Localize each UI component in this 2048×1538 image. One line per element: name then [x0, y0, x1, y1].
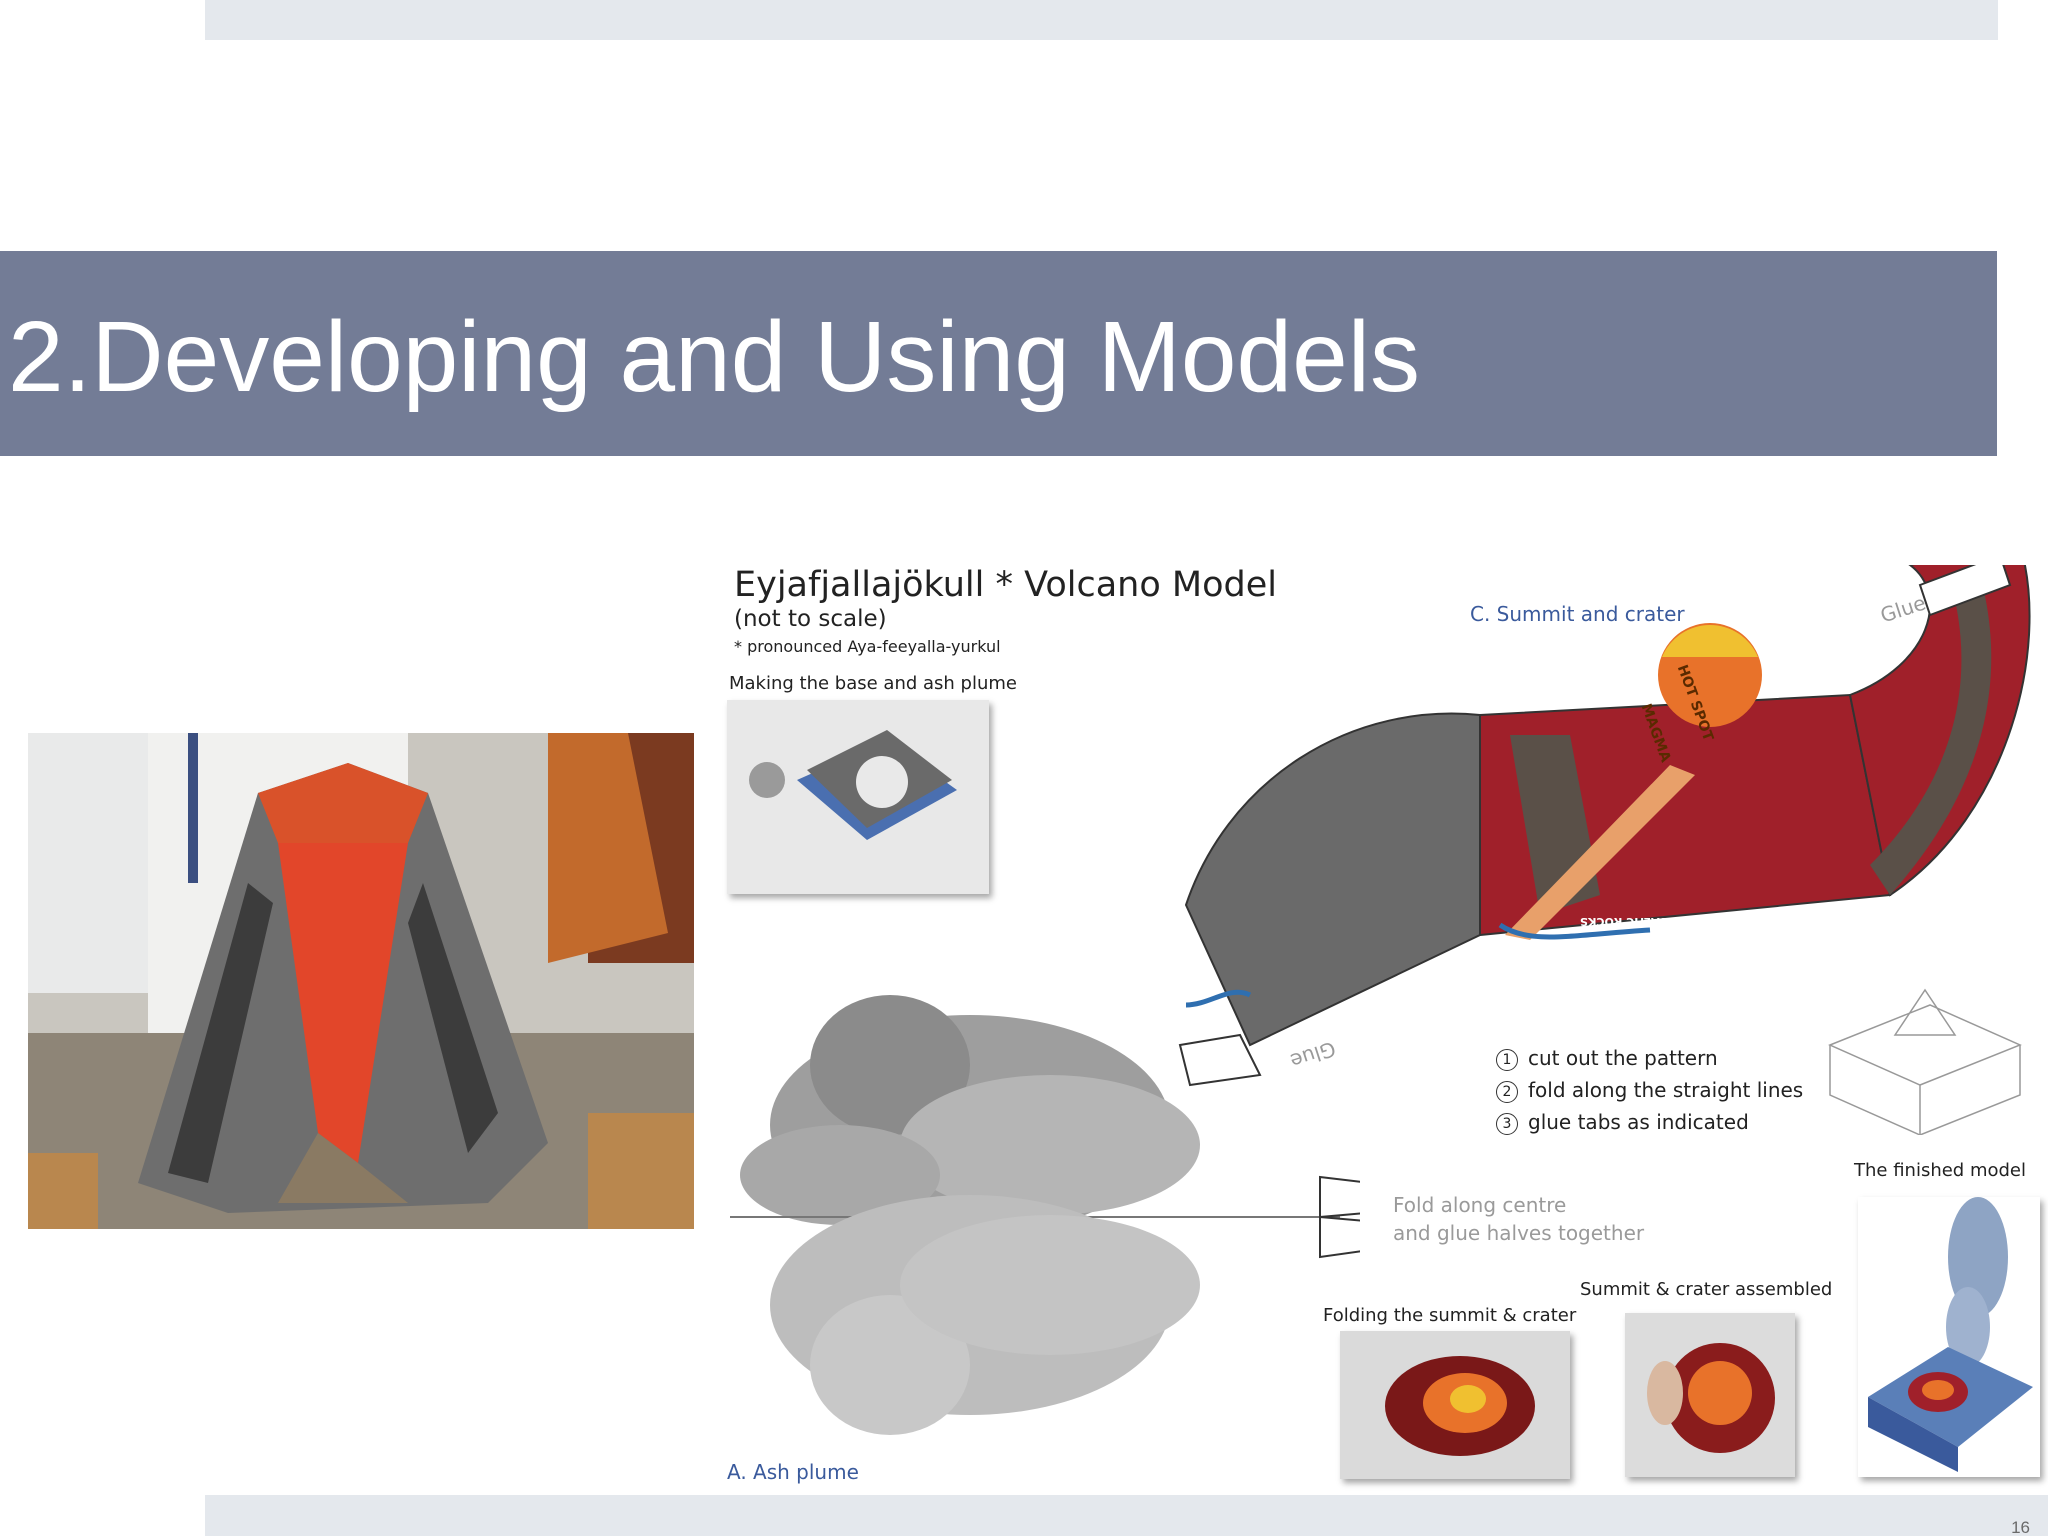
summit-crater-pattern [1178, 565, 2031, 1087]
summit-caption: C. Summit and crater [1470, 602, 1685, 626]
footer-band [205, 1495, 2048, 1536]
base-photo [727, 700, 989, 894]
finished-model-caption: The finished model [1854, 1160, 2027, 1181]
assembled-photo [1625, 1313, 1795, 1477]
pronunciation-note: * pronounced Aya-feeyalla-yurkul [734, 637, 1001, 656]
ash-layer-label: ASH [1620, 947, 1646, 960]
fold-note-line-2: and glue halves together [1393, 1221, 1645, 1245]
slide-title: 2.Developing and Using Models [8, 301, 1420, 413]
title-band [0, 251, 1997, 456]
volcano-model-handout: Eyjafjallajökull * Volcano Model (not to… [720, 555, 2048, 1495]
assembled-caption: Summit & crater assembled [1580, 1279, 1833, 1300]
handout-subtitle: (not to scale) [734, 606, 887, 632]
page-number: 16 [2011, 1518, 2030, 1537]
handout-title: Eyjafjallajökull * Volcano Model [734, 565, 1277, 605]
base-box-sketch [1828, 988, 2022, 1135]
folding-photo [1340, 1331, 1570, 1479]
ash-plume-caption: A. Ash plume [727, 1460, 859, 1484]
base-caption: Making the base and ash plume [729, 673, 1017, 694]
folding-caption: Folding the summit & crater [1323, 1305, 1577, 1326]
basaltic-rocks-label: BASALTIC ROCKS [1580, 915, 1685, 928]
header-band [205, 0, 1998, 40]
fold-note-line-1: Fold along centre [1393, 1193, 1567, 1217]
finished-model-photo [1858, 1197, 2040, 1477]
volcano-model-photo [28, 733, 694, 1229]
ash-plume-pattern [730, 995, 1360, 1435]
